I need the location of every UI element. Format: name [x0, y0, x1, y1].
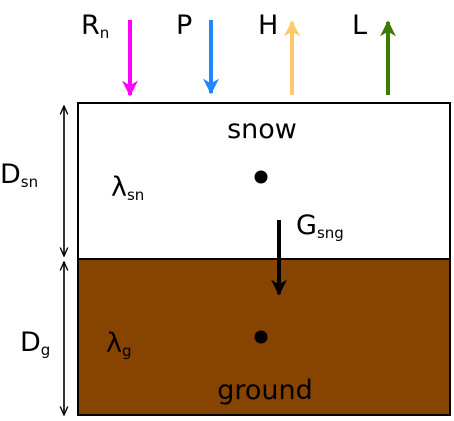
latent-heat-label: L: [352, 10, 367, 41]
ground-depth-label: Dg: [20, 327, 50, 359]
ground-conductivity-label: λg: [106, 328, 132, 360]
snow-node-dot: [254, 170, 268, 184]
precipitation-label: P: [176, 10, 192, 41]
net-radiation-label: Rn: [81, 10, 109, 42]
snow-conductivity-label: λsn: [111, 172, 144, 204]
snow-ground-flux-label: Gsng: [296, 210, 344, 242]
sensible-heat-label: H: [258, 10, 278, 41]
snow-depth-label: Dsn: [0, 159, 38, 191]
snow-layer-name: snow: [227, 114, 297, 145]
ground-node-dot: [254, 330, 268, 344]
ground-layer-name: ground: [217, 375, 313, 406]
